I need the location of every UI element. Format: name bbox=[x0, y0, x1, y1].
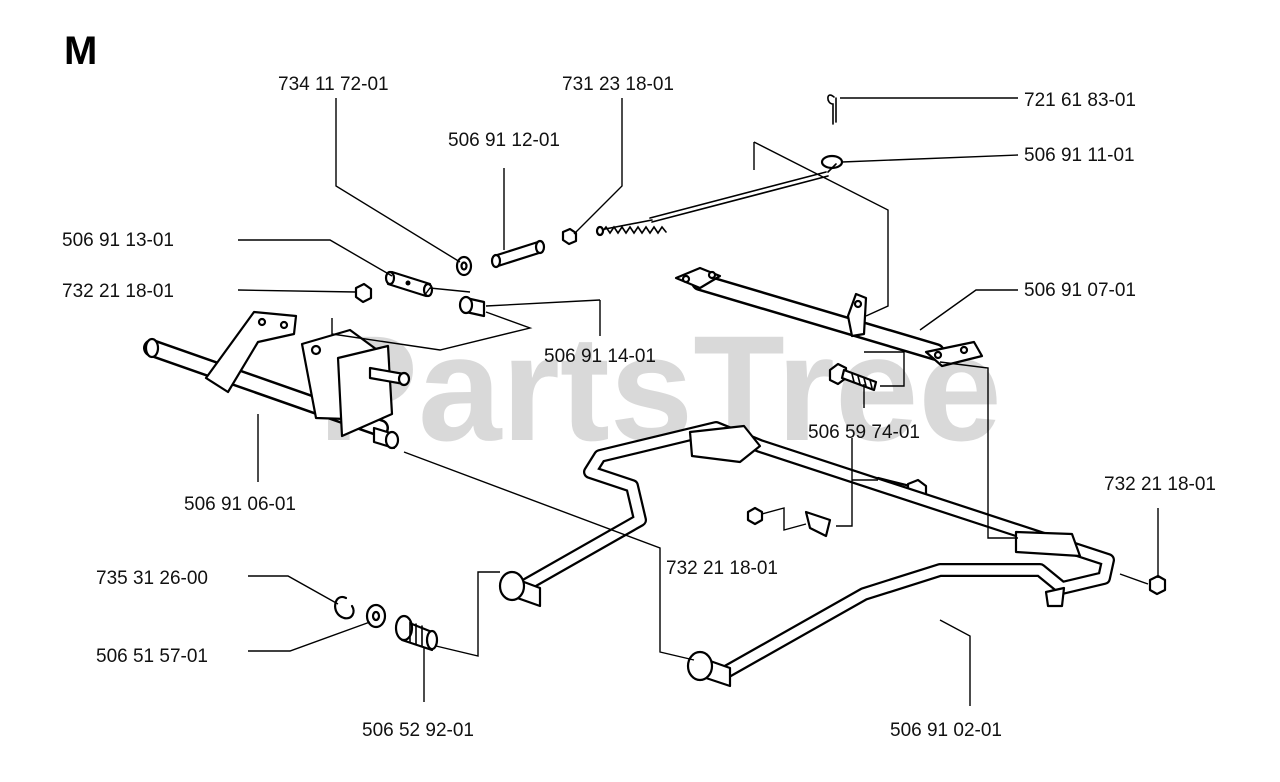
bushing-lower-drawing bbox=[394, 614, 439, 652]
label-731-23-18-01: 731 23 18-01 bbox=[562, 74, 674, 95]
label-506-59-74-01: 506 59 74-01 bbox=[808, 422, 920, 443]
bolt-upper-drawing bbox=[828, 362, 878, 392]
section-letter: M bbox=[64, 29, 97, 73]
label-732-21-18-01-center: 732 21 18-01 bbox=[666, 558, 778, 579]
label-734-11-72-01: 734 11 72-01 bbox=[278, 74, 389, 95]
label-732-21-18-01-left: 732 21 18-01 bbox=[62, 281, 174, 302]
label-506-91-14-01: 506 91 14-01 bbox=[544, 346, 656, 367]
label-506-52-92-01: 506 52 92-01 bbox=[362, 720, 474, 741]
label-506-91-02-01: 506 91 02-01 bbox=[890, 720, 1002, 741]
cotter-pin-drawing bbox=[827, 94, 837, 125]
link-rod-drawing bbox=[595, 154, 844, 237]
label-506-91-12-01: 506 91 12-01 bbox=[448, 130, 560, 151]
nut-frame-drawing bbox=[746, 506, 764, 526]
pin-drawing bbox=[384, 270, 434, 298]
spacer-tube-drawing bbox=[490, 239, 546, 269]
label-506-91-06-01: 506 91 06-01 bbox=[184, 494, 296, 515]
label-506-91-07-01: 506 91 07-01 bbox=[1024, 280, 1136, 301]
rear-lift-shaft-drawing bbox=[674, 266, 984, 368]
front-lift-shaft-drawing bbox=[143, 310, 411, 450]
nut-right-drawing bbox=[1148, 574, 1167, 596]
label-721-61-83-01: 721 61 83-01 bbox=[1024, 90, 1136, 111]
label-506-91-11-01: 506 91 11-01 bbox=[1024, 145, 1135, 166]
label-506-91-13-01: 506 91 13-01 bbox=[62, 230, 174, 251]
lock-nut-drawing bbox=[561, 227, 578, 246]
label-735-31-26-00: 735 31 26-00 bbox=[96, 568, 208, 589]
leader-lines bbox=[237, 97, 1159, 706]
part-labels: 734 11 72-01 731 23 18-01 721 61 83-01 5… bbox=[62, 74, 1216, 741]
retaining-ring-drawing bbox=[334, 595, 355, 620]
label-506-51-57-01: 506 51 57-01 bbox=[96, 646, 208, 667]
lift-frame-drawing bbox=[498, 421, 1115, 688]
nut-drawing bbox=[354, 282, 373, 304]
washer-small-drawing bbox=[365, 603, 387, 629]
label-732-21-18-01-right: 732 21 18-01 bbox=[1104, 474, 1216, 495]
washer-drawing bbox=[455, 255, 473, 277]
bushing-drawing bbox=[458, 295, 486, 318]
